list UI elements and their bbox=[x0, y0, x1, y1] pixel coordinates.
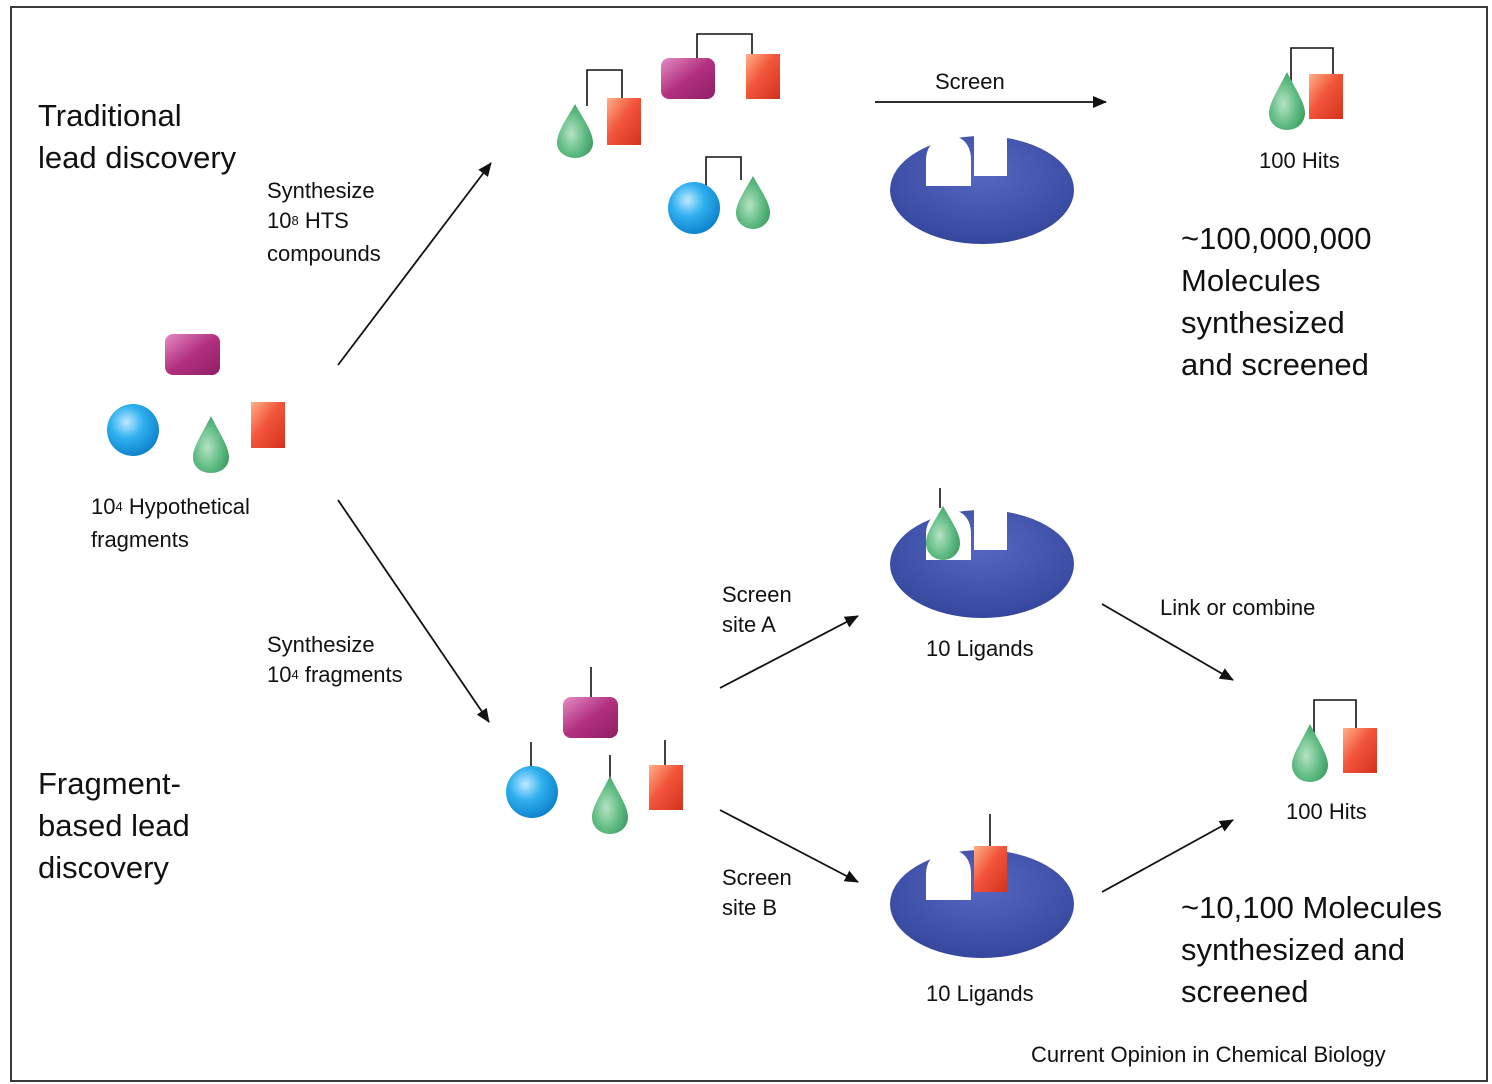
rounded-fragment-icon bbox=[165, 334, 220, 375]
rounded-fragment-icon bbox=[661, 58, 715, 99]
arrow-screen-site-a bbox=[719, 615, 859, 689]
hts-compound-sphere-drop bbox=[668, 156, 770, 234]
binding-site-a bbox=[926, 850, 971, 900]
screen-site-a-line1: Screen bbox=[722, 582, 792, 607]
fragment-based-summary-line1: ~10,100 Molecules bbox=[1181, 890, 1443, 925]
fragment-based-title: Fragment- based lead discovery bbox=[38, 763, 190, 889]
rect-fragment-icon bbox=[974, 846, 1007, 892]
linker-line bbox=[586, 69, 623, 106]
rect-fragment-icon bbox=[1343, 728, 1377, 773]
fragment-based-summary-line3: screened bbox=[1181, 974, 1309, 1009]
screen-site-b-line2: site B bbox=[722, 895, 778, 920]
sphere-fragment-icon bbox=[506, 766, 558, 818]
linker-line bbox=[696, 33, 753, 60]
binding-site-b bbox=[974, 136, 1007, 176]
fragment-based-summary-line2: synthesized and bbox=[1181, 932, 1406, 967]
traditional-summary: ~100,000,000 Molecules synthesized and s… bbox=[1181, 218, 1372, 386]
binding-site-a bbox=[926, 136, 971, 186]
drop-fragment-icon bbox=[592, 776, 628, 834]
synthesize-fragments-line2: 104 fragments bbox=[267, 662, 403, 687]
hit-compound-top bbox=[1269, 47, 1343, 130]
hts-compound-drop-rect bbox=[557, 69, 641, 158]
arrow-to-fragments bbox=[337, 499, 490, 723]
screen-label: Screen bbox=[935, 69, 1005, 94]
linker-line bbox=[705, 156, 742, 190]
drop-fragment-icon bbox=[1292, 724, 1328, 782]
fragment-based-title-line3: discovery bbox=[38, 850, 169, 885]
synthesize-fragments-line1: Synthesize bbox=[267, 632, 375, 657]
hypothetical-fragments-line2: fragments bbox=[91, 527, 189, 552]
hypothetical-fragments-line1: 104 Hypothetical bbox=[91, 494, 250, 519]
drop-fragment-icon bbox=[1269, 72, 1305, 130]
ligands-label-a: 10 Ligands bbox=[926, 636, 1034, 661]
arrow-site-b-to-hits bbox=[1101, 819, 1234, 893]
receptor-site-b-bound bbox=[890, 814, 1074, 958]
screen-site-a-line2: site A bbox=[722, 612, 776, 637]
rect-fragment-icon bbox=[251, 402, 285, 448]
linker-line bbox=[1290, 47, 1334, 82]
arrow-link-combine bbox=[1101, 603, 1234, 681]
drop-fragment-icon bbox=[926, 506, 960, 560]
binding-site-b bbox=[974, 510, 1007, 550]
arrow-to-hts bbox=[337, 162, 492, 366]
sphere-fragment-icon bbox=[107, 404, 159, 456]
traditional-title-line1: Traditional bbox=[38, 98, 182, 133]
fragment-based-title-line2: based lead bbox=[38, 808, 190, 843]
synthesize-hts-line1: Synthesize bbox=[267, 178, 375, 203]
hit-compound-bottom bbox=[1292, 699, 1377, 782]
traditional-title: Traditional lead discovery bbox=[38, 95, 236, 179]
hypothetical-fragments-label: 104 Hypothetical fragments bbox=[91, 492, 250, 555]
rect-fragment-icon bbox=[649, 765, 683, 810]
link-combine-label: Link or combine bbox=[1160, 595, 1316, 620]
synthesize-fragments-label: Synthesize 104 fragments bbox=[267, 630, 403, 693]
arrow-screen-site-b bbox=[719, 809, 859, 883]
hits-label-bottom: 100 Hits bbox=[1286, 799, 1367, 824]
traditional-summary-line2: Molecules bbox=[1181, 263, 1321, 298]
hypothetical-fragments bbox=[107, 334, 285, 473]
traditional-summary-line1: ~100,000,000 bbox=[1181, 221, 1372, 256]
rect-fragment-icon bbox=[1309, 74, 1343, 119]
screen-site-b-label: Screen site B bbox=[722, 863, 792, 923]
ligands-label-b: 10 Ligands bbox=[926, 981, 1034, 1006]
traditional-summary-line3: synthesized bbox=[1181, 305, 1345, 340]
hits-label-top: 100 Hits bbox=[1259, 148, 1340, 173]
screen-site-a-label: Screen site A bbox=[722, 580, 792, 640]
fragment-based-title-line1: Fragment- bbox=[38, 766, 181, 801]
synthesize-hts-line3: compounds bbox=[267, 241, 381, 266]
drop-fragment-icon bbox=[736, 176, 770, 229]
journal-credit: Current Opinion in Chemical Biology bbox=[1031, 1042, 1386, 1067]
rounded-fragment-icon bbox=[563, 697, 618, 738]
synthesize-hts-label: Synthesize 108 HTS compounds bbox=[267, 176, 381, 269]
rect-fragment-icon bbox=[746, 54, 780, 99]
fragment-library bbox=[506, 667, 683, 834]
synthesize-hts-line2: 108 HTS bbox=[267, 208, 349, 233]
rect-fragment-icon bbox=[607, 98, 641, 145]
figure-frame bbox=[10, 6, 1488, 1082]
screen-site-b-line1: Screen bbox=[722, 865, 792, 890]
linker-line bbox=[1313, 699, 1357, 735]
target-protein-top bbox=[890, 136, 1074, 244]
hts-compound-rounded-rect bbox=[661, 33, 780, 99]
fragment-based-summary: ~10,100 Molecules synthesized and screen… bbox=[1181, 887, 1442, 1013]
drop-fragment-icon bbox=[557, 104, 593, 158]
sphere-fragment-icon bbox=[668, 182, 720, 234]
traditional-title-line2: lead discovery bbox=[38, 140, 237, 175]
traditional-summary-line4: and screened bbox=[1181, 347, 1369, 382]
drop-fragment-icon bbox=[193, 416, 229, 473]
receptor-site-a-bound bbox=[890, 488, 1074, 618]
